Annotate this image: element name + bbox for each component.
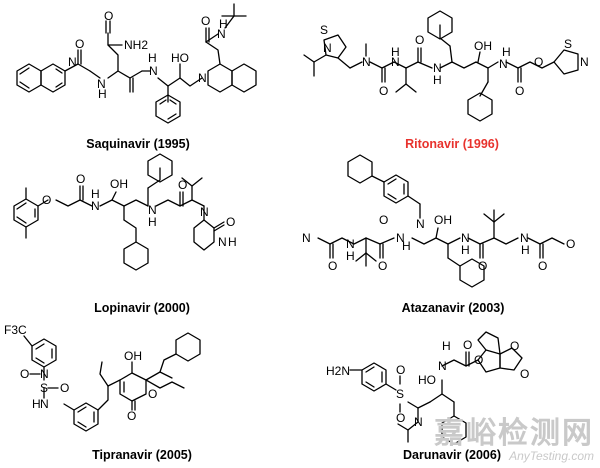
ata-n2: N (396, 231, 405, 245)
lop-o2: O (178, 178, 187, 192)
lop-oh: OH (110, 177, 128, 191)
ata-n1: N (346, 237, 355, 251)
ata-o4: O (478, 259, 487, 273)
ata-n4: N (461, 231, 470, 245)
rit-n3: N (433, 61, 442, 75)
ata-oh: OH (434, 213, 452, 227)
ata-o-me1: N (302, 231, 311, 245)
lop-o3: O (226, 215, 235, 229)
lop-h1: H (91, 187, 100, 201)
rit-o4: O (534, 55, 543, 69)
saq-o1: O (75, 37, 84, 51)
site-watermark: 嘉峪检测网 AnyTesting.com (434, 416, 594, 463)
ritonavir-caption: Ritonavir (1996) (405, 137, 499, 151)
tip-n-pyr: N (40, 367, 49, 381)
dar-o1: O (396, 363, 405, 377)
ata-n5: N (520, 231, 529, 245)
tip-o-keto: O (127, 409, 136, 423)
tip-o2: O (60, 381, 69, 395)
rit-n-thiazole1: N (323, 41, 332, 55)
rit-o1: O (379, 84, 388, 98)
rit-o2: O (415, 33, 424, 47)
rit-h2: H (391, 45, 400, 59)
tip-o-ring: O (148, 387, 157, 401)
lop-h2: H (148, 215, 157, 229)
ata-h4: H (461, 243, 470, 257)
dar-o-ring2: O (520, 367, 529, 381)
dar-h-nh: H (442, 339, 451, 353)
dar-n: N (414, 415, 423, 429)
saq-h1: H (98, 87, 107, 101)
ritonavir-structure: N S N O N H O N H OH H N O O S N (303, 10, 589, 122)
ata-n3: N (416, 217, 425, 231)
tipranavir-caption: Tipranavir (2005) (92, 448, 192, 462)
dar-o-keto: O (463, 338, 472, 352)
ata-o-me2: O (566, 237, 575, 251)
tipranavir-structure: F3C N O S O N H OH O O (4, 323, 201, 432)
lop-n4: N (218, 235, 227, 249)
lop-h4: H (228, 235, 237, 249)
rit-h4: H (502, 45, 511, 59)
saq-n2: N (149, 64, 158, 78)
ata-o1: O (328, 259, 337, 273)
ata-o2: O (378, 259, 387, 273)
rit-n-thiazole2: N (580, 55, 589, 69)
saq-ho: HO (171, 51, 189, 65)
rit-s-thiazole1: S (320, 23, 328, 37)
tip-h-nh: H (32, 397, 41, 411)
saq-o2: O (104, 9, 113, 23)
saq-n1: N (97, 77, 106, 91)
dar-h2n: H2N (326, 364, 350, 378)
darunavir-caption: Darunavir (2006) (403, 448, 501, 462)
dar-n-nh: N (438, 359, 447, 373)
rit-oh: OH (474, 39, 492, 53)
lop-n1: N (91, 199, 100, 213)
rit-h3: H (433, 73, 442, 87)
saq-h4: H (219, 17, 228, 31)
saq-nh2: NH2 (124, 38, 148, 52)
lopinavir-caption: Lopinavir (2000) (94, 301, 190, 315)
rit-n2: N (391, 55, 400, 69)
tip-s: S (40, 381, 48, 395)
ata-h1: H (346, 249, 355, 263)
dar-o-ring1: O (510, 339, 519, 353)
saquinavir-structure: N O H N O NH2 H N HO N O N H (16, 3, 257, 124)
saquinavir-caption: Saquinavir (1995) (86, 137, 190, 151)
lop-n3: N (200, 205, 209, 219)
rit-n4: N (499, 57, 508, 71)
saq-n3: N (198, 71, 207, 85)
dar-ho: HO (418, 373, 436, 387)
watermark-en: AnyTesting.com (509, 449, 594, 463)
ata-o3: O (379, 213, 388, 227)
darunavir-structure: H2N O S O N HO H N O O O O (326, 331, 529, 445)
atazanavir-caption: Atazanavir (2003) (401, 301, 505, 315)
saq-n4: N (217, 27, 226, 41)
ata-h5: H (521, 243, 530, 257)
watermark-cn: 嘉峪检测网 (434, 416, 594, 451)
lop-o-ether: O (42, 193, 51, 207)
rit-s-thiazole2: S (564, 37, 572, 51)
saq-h2: H (148, 51, 157, 65)
tip-cf3: F3C (4, 323, 27, 337)
atazanavir-structure: N O O N H O N N H OH N H O N H O O (302, 154, 575, 288)
tip-n-nh: N (40, 397, 49, 411)
lop-o1: O (76, 172, 85, 186)
dar-s: S (396, 387, 404, 401)
rit-o3: O (515, 84, 524, 98)
rit-n-me: N (362, 55, 371, 69)
dar-o2: O (396, 411, 405, 425)
saq-o3: O (201, 14, 210, 28)
dar-o-ester: O (474, 353, 483, 367)
ata-h3: H (402, 239, 411, 253)
lop-n2: N (148, 203, 157, 217)
tip-o1: O (20, 367, 29, 381)
ata-o5: O (538, 259, 547, 273)
lopinavir-structure: O O N H OH N H O N N H O (13, 153, 237, 271)
tip-oh: OH (124, 349, 142, 363)
saq-n-quinoline: N (68, 55, 77, 69)
